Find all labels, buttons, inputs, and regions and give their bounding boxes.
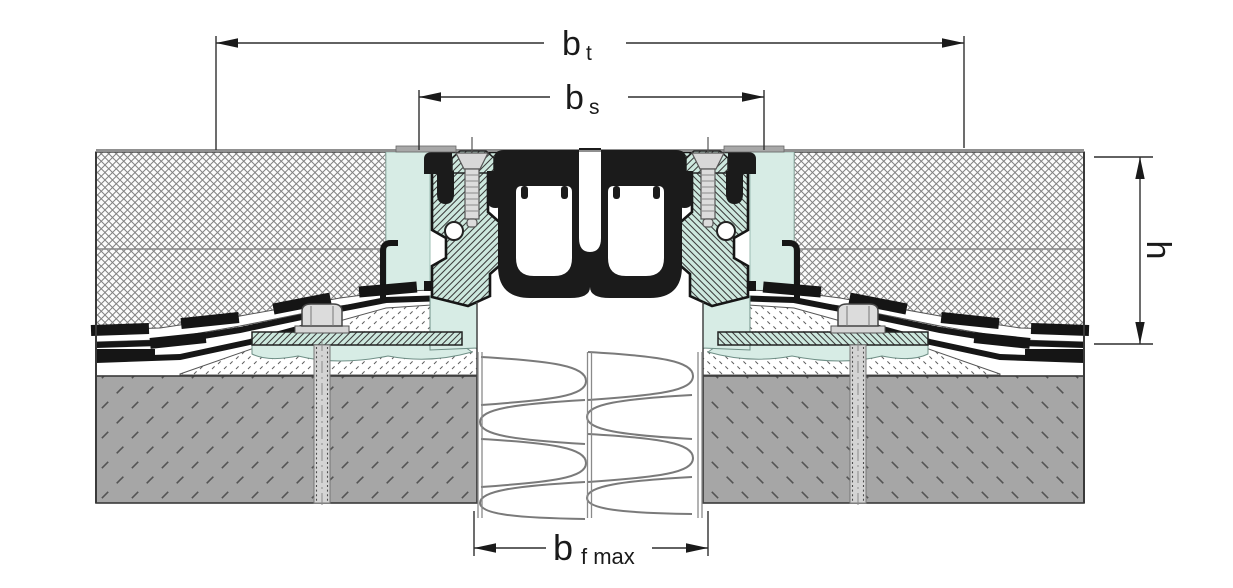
arrow-down-icon — [1135, 322, 1145, 344]
dimension-bs: b s — [418, 79, 765, 150]
surface-cap-left — [395, 145, 457, 153]
arrow-left-icon — [216, 38, 238, 48]
rubber-w-profile — [494, 148, 686, 298]
dimension-bf-max: b f max — [473, 511, 709, 569]
dimension-bt: b t — [215, 25, 965, 150]
arrow-right-icon — [686, 543, 708, 553]
dimension-h: h — [1094, 156, 1177, 345]
arrow-right-icon — [742, 92, 764, 102]
dim-bf-label: b — [553, 527, 573, 568]
arrow-left-icon — [419, 92, 441, 102]
dim-h-label: h — [1139, 241, 1177, 260]
rubber-profile-nubs — [521, 186, 660, 199]
joint-half-left — [91, 152, 516, 509]
dim-bt-label: b — [562, 25, 581, 63]
arrow-right-icon — [942, 38, 964, 48]
wool-boundaries — [477, 352, 703, 518]
dim-bs-subscript: s — [589, 96, 600, 119]
arrow-up-icon — [1135, 157, 1145, 179]
clamp-screw-right — [691, 137, 725, 228]
dim-bt-subscript: t — [586, 42, 592, 65]
joint-half-right — [664, 152, 1089, 509]
surface-cap-right — [723, 145, 785, 153]
clamp-screw-left — [455, 137, 489, 228]
mineral-wool — [478, 351, 694, 520]
arrow-left-icon — [474, 543, 496, 553]
dim-bf-subscript: f max — [581, 544, 635, 569]
dim-bs-label: b — [565, 79, 584, 117]
